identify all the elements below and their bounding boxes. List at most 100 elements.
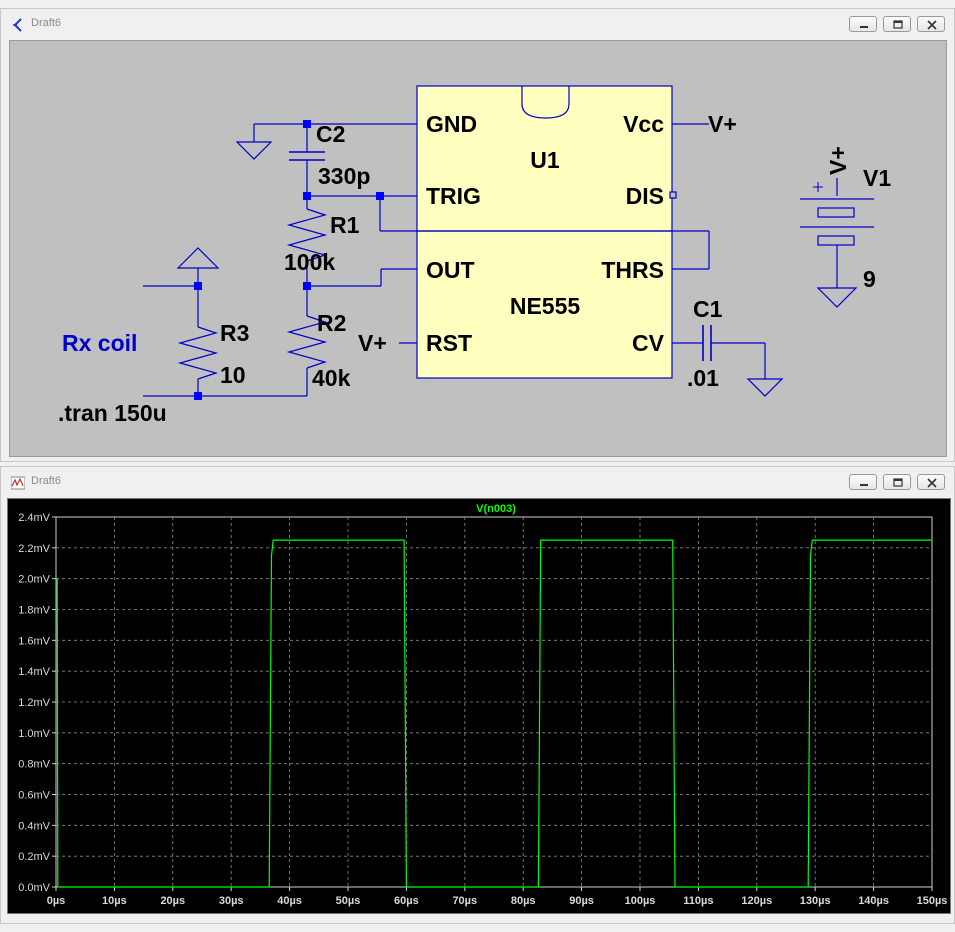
y-tick-label: 1.4mV	[18, 666, 50, 678]
schematic-titlebar[interactable]: Draft6	[1, 9, 954, 39]
waveform-titlebar[interactable]: Draft6	[1, 467, 954, 497]
junction-dot	[194, 392, 202, 400]
r2-value: 40k	[312, 365, 351, 391]
minimize-button[interactable]	[849, 474, 877, 490]
c1-value: .01	[687, 365, 719, 391]
x-tick-label: 10µs	[102, 895, 127, 907]
x-tick-label: 120µs	[741, 895, 772, 907]
waveform-window[interactable]: Draft6 V(n003) 0.0mV 0.2mV 0.4mV 0.6mV 0.8mV…	[0, 466, 955, 924]
r2-ref: R2	[317, 310, 346, 336]
u1-pin-out: OUT	[426, 257, 475, 283]
ground-symbol-cv	[746, 378, 784, 397]
u1-pin-gnd: GND	[426, 111, 477, 137]
close-icon	[927, 478, 937, 488]
junction-dot	[303, 120, 311, 128]
x-tick-label: 60µs	[394, 895, 419, 907]
x-tick-label: 150µs	[917, 895, 948, 907]
restore-icon	[893, 20, 903, 29]
x-tick-label: 80µs	[511, 895, 536, 907]
x-tick-label: 0µs	[47, 895, 66, 907]
restore-button[interactable]	[883, 16, 911, 32]
u1-notch	[521, 86, 570, 119]
ground-symbol-gnd	[235, 141, 273, 160]
u1-pin-dis: DIS	[626, 183, 664, 209]
y-tick-label: 0.8mV	[18, 759, 50, 771]
u1-pin-thrs: THRS	[601, 257, 664, 283]
r3-vplus-flag	[176, 247, 220, 269]
dis-open-pin	[669, 191, 677, 199]
waveform-chart[interactable]: V(n003) 0.0mV 0.2mV 0.4mV 0.6mV 0.8mV 1.0mV 1.…	[8, 499, 950, 913]
c1-ref: C1	[693, 296, 723, 322]
x-tick-label: 30µs	[219, 895, 244, 907]
y-tick-label: 0.2mV	[18, 851, 50, 863]
schematic-drawing[interactable]: GND Vcc U1 TRIG DIS OUT THRS NE555 RST C…	[10, 41, 946, 456]
schematic-window[interactable]: Draft6	[0, 8, 955, 462]
net-label-rst: V+	[358, 330, 387, 356]
r3-value: 10	[220, 362, 246, 388]
u1-ref: U1	[530, 147, 560, 173]
ground-symbol-v1	[816, 287, 858, 308]
close-button[interactable]	[917, 474, 945, 490]
x-tick-label: 70µs	[452, 895, 477, 907]
c2-ref: C2	[316, 121, 345, 147]
r1-value: 100k	[284, 249, 335, 275]
close-button[interactable]	[917, 16, 945, 32]
minimize-icon	[860, 26, 868, 28]
window-title: Draft6	[31, 475, 61, 487]
minimize-icon	[860, 484, 868, 486]
x-tick-label: 20µs	[160, 895, 185, 907]
v1-value: 9	[863, 266, 876, 292]
close-icon	[927, 20, 937, 30]
comment-rx-coil[interactable]: Rx coil	[62, 330, 137, 356]
net-label-v1: V+	[825, 146, 851, 175]
restore-button[interactable]	[883, 474, 911, 490]
v1-cell-top	[817, 207, 855, 218]
net-label-vcc: V+	[708, 111, 737, 137]
junction-dot	[303, 192, 311, 200]
trace-line[interactable]	[56, 539, 932, 888]
schematic-canvas[interactable]: GND Vcc U1 TRIG DIS OUT THRS NE555 RST C…	[9, 40, 947, 457]
v1-ref: V1	[863, 165, 891, 191]
r2-zigzag	[286, 315, 328, 369]
waveform-plot[interactable]: V(n003) 0.0mV 0.2mV 0.4mV 0.6mV 0.8mV 1.0mV 1.…	[7, 498, 951, 914]
y-tick-label: 1.2mV	[18, 697, 50, 709]
x-tick-label: 40µs	[277, 895, 302, 907]
u1-model: NE555	[510, 293, 581, 319]
r1-ref: R1	[330, 212, 360, 238]
y-tick-label: 0.4mV	[18, 820, 50, 832]
window-title: Draft6	[31, 17, 61, 29]
x-tick-label: 140µs	[858, 895, 889, 907]
y-tick-label: 1.0mV	[18, 728, 50, 740]
u1-pin-vcc: Vcc	[623, 111, 664, 137]
r3-ref: R3	[220, 320, 249, 346]
u1-pin-rst: RST	[426, 330, 472, 356]
y-tick-label: 2.2mV	[18, 543, 50, 555]
trace-name[interactable]: V(n003)	[476, 503, 516, 515]
u1-pin-trig: TRIG	[426, 183, 481, 209]
r1-zigzag	[286, 208, 328, 262]
x-tick-label: 110µs	[683, 895, 713, 907]
minimize-button[interactable]	[849, 16, 877, 32]
y-tick-label: 0.6mV	[18, 790, 50, 802]
r3-zigzag	[177, 326, 219, 380]
u1-pin-cv: CV	[632, 330, 665, 356]
y-tick-label: 2.4mV	[18, 512, 50, 524]
x-tick-label: 100µs	[625, 895, 656, 907]
y-tick-label: 2.0mV	[18, 574, 50, 586]
x-tick-label: 50µs	[336, 895, 361, 907]
y-tick-label: 0.0mV	[18, 882, 50, 894]
ltspice-schematic-icon	[13, 18, 22, 32]
restore-icon	[893, 478, 903, 487]
u1-body[interactable]	[416, 85, 673, 379]
waveform-viewer-icon	[11, 476, 25, 490]
x-tick-label: 130µs	[800, 895, 831, 907]
c2-value: 330p	[318, 163, 370, 189]
y-tick-label: 1.8mV	[18, 605, 50, 617]
junction-dot	[376, 192, 384, 200]
spice-directive[interactable]: .tran 150u	[58, 400, 167, 426]
junction-dot	[303, 282, 311, 290]
v1-cell-bottom	[817, 235, 855, 246]
x-tick-label: 90µs	[569, 895, 594, 907]
junction-dot	[194, 282, 202, 290]
y-tick-label: 1.6mV	[18, 635, 50, 647]
